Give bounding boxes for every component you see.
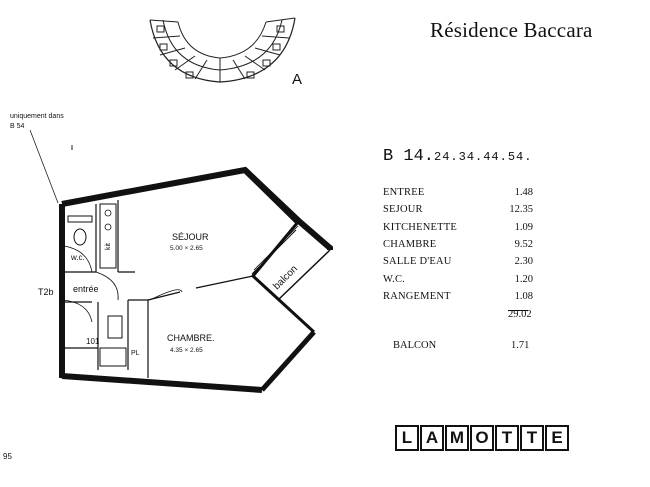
brand-letter: T xyxy=(495,425,519,451)
apartment-plan: balcon xyxy=(38,166,333,393)
room-name: KITCHENETTE xyxy=(383,221,457,233)
table-row: RANGEMENT 1.08 xyxy=(383,288,533,305)
brand-logo: L A M O T T E xyxy=(395,425,569,451)
brand-letter: M xyxy=(445,425,469,451)
table-row: SEJOUR 12.35 xyxy=(383,201,533,218)
table-row: KITCHENETTE 1.09 xyxy=(383,219,533,236)
entree-label: entrée xyxy=(73,284,99,294)
apartment-code-suffix: 24.34.44.54. xyxy=(434,150,533,164)
note-leader-line xyxy=(29,129,59,204)
type-label: T2b xyxy=(38,287,54,297)
brand-letter: T xyxy=(520,425,544,451)
apartment-code-prefix: B 14. xyxy=(383,147,435,166)
balcon-label: balcon xyxy=(271,264,300,293)
wc-label: w.c. xyxy=(70,253,85,262)
total-area: 29.02 xyxy=(508,309,532,320)
balcony xyxy=(251,221,331,301)
room-name: W.C. xyxy=(383,273,405,285)
room-name: SALLE D'EAU xyxy=(383,256,452,268)
room-name: SEJOUR xyxy=(383,204,423,216)
table-row: SALLE D'EAU 2.30 xyxy=(383,253,533,270)
page-number: 95 xyxy=(3,452,12,461)
table-row: CHAMBRE 9.52 xyxy=(383,236,533,253)
brand-letter: O xyxy=(470,425,494,451)
room-name: CHAMBRE xyxy=(383,239,437,251)
note-line-2: B 54 xyxy=(10,123,25,130)
total-divider xyxy=(508,310,528,311)
note-line-1: uniquement dans xyxy=(10,113,64,120)
kit-label: kit xyxy=(105,243,112,250)
room-name: RANGEMENT xyxy=(383,290,451,302)
residence-title: Résidence Baccara xyxy=(430,18,593,42)
bath-label: 101 xyxy=(86,337,100,346)
room-area: 1.20 xyxy=(514,273,533,285)
balcony-area: 1.71 xyxy=(511,340,530,351)
room-area: 1.08 xyxy=(514,290,533,302)
room-name: ENTREE xyxy=(383,187,425,199)
sejour-dims: 5.00 × 2.65 xyxy=(170,245,203,252)
balcony-label: BALCON xyxy=(393,340,437,351)
sejour-label: SÉJOUR xyxy=(172,232,209,242)
brand-letter: E xyxy=(545,425,569,451)
area-table: ENTREE 1.48 SEJOUR 12.35 KITCHENETTE 1.09 C… xyxy=(383,184,533,305)
table-row: W.C. 1.20 xyxy=(383,270,533,287)
pl-label: PL xyxy=(131,350,140,357)
room-area: 9.52 xyxy=(514,239,533,251)
room-area: 1.48 xyxy=(514,187,533,199)
room-area: 2.30 xyxy=(514,256,533,268)
brand-letter: L xyxy=(395,425,419,451)
availability-note: uniquement dans B 54 xyxy=(10,112,64,132)
site-key-plan xyxy=(149,17,296,83)
room-area: 1.09 xyxy=(514,221,533,233)
chambre-dims: 4.35 × 2.65 xyxy=(170,347,203,354)
apartment-code: B 14.24.34.44.54. xyxy=(383,147,532,166)
room-area: 12.35 xyxy=(509,204,533,216)
brand-letter: A xyxy=(420,425,444,451)
chambre-label: CHAMBRE. xyxy=(167,333,215,343)
building-label: A xyxy=(292,71,303,88)
table-row: ENTREE 1.48 xyxy=(383,184,533,201)
